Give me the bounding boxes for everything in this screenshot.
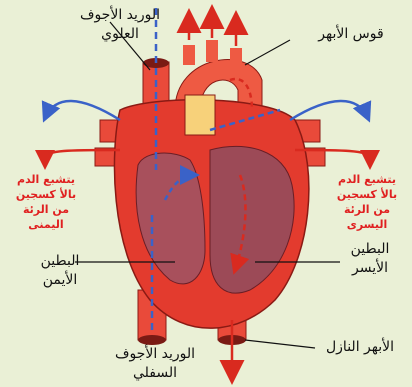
label-superior-vena-cava: الوريد الأجوف العلوي: [60, 6, 180, 44]
label-right-lung-oxygenation: يتشبع الدم بالأ كسجين من الرئة اليمنى: [5, 172, 87, 232]
label-descending-aorta: الأبهر النازل: [310, 338, 410, 357]
label-inferior-vena-cava: الوريد الأجوف السفلي: [100, 345, 210, 383]
label-left-lung-oxygenation: يتشبع الدم بالأ كسجين من الرئة اليسرى: [326, 172, 408, 232]
label-aortic-arch: قوس الأبهر: [296, 25, 406, 44]
label-left-ventricle: البطين الأيسر: [335, 240, 405, 278]
label-right-ventricle: البطين الأيمن: [20, 252, 100, 290]
